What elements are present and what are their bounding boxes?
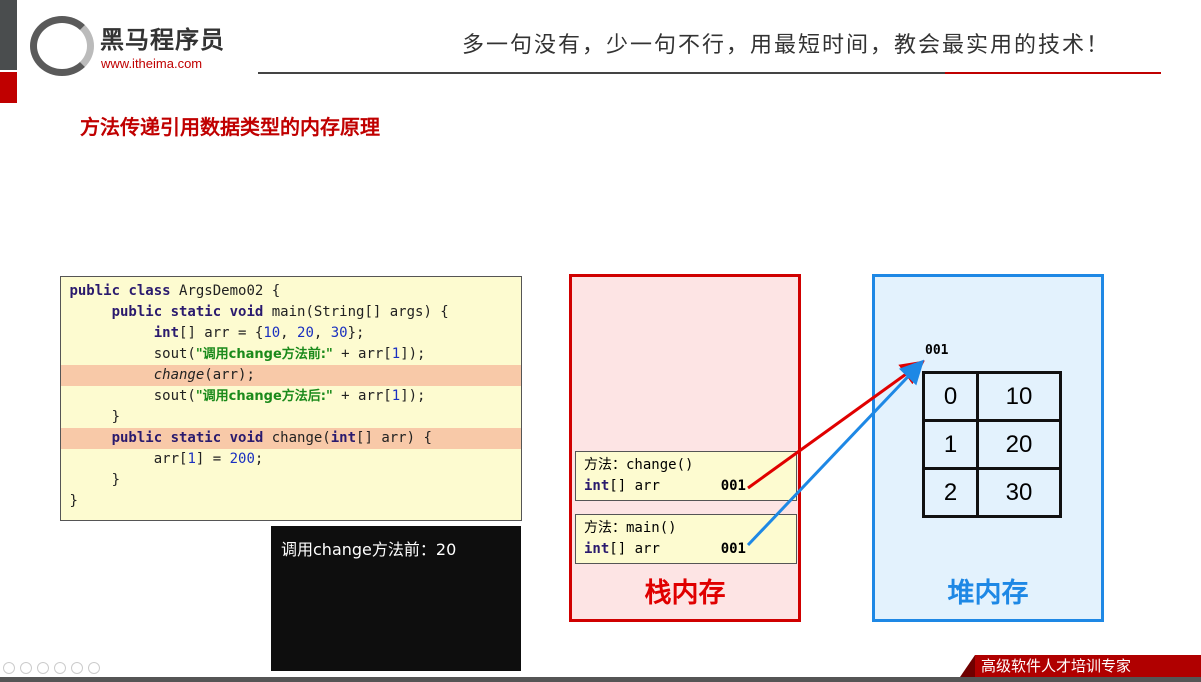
- slogan: 多一句没有，少一句不行，用最短时间，教会最实用的技术！: [462, 33, 1111, 58]
- code-line: sout("调用change方法后:" + arr[1]);: [153, 388, 426, 404]
- code-line: sout("调用change方法前:" + arr[1]);: [153, 346, 426, 362]
- header-rule-accent: [945, 72, 1161, 74]
- frame-address: 001: [720, 478, 746, 494]
- horse-logo-icon: [30, 16, 94, 76]
- code-line: }: [111, 472, 121, 488]
- side-bar-red: [0, 72, 17, 103]
- code-line: }: [69, 493, 78, 509]
- code-line: public static void main(String[] args) {: [111, 304, 449, 320]
- brand-url: www.itheima.com: [101, 56, 203, 71]
- code-line: }: [111, 409, 121, 425]
- code-line-highlighted: public static void change(int[] arr) {: [61, 428, 521, 449]
- control-icon: [37, 662, 49, 674]
- code-block: public class ArgsDemo02 { public static …: [60, 276, 522, 521]
- banner-decoration: [960, 655, 975, 677]
- frame-address: 001: [720, 541, 746, 557]
- frame-method: 方法：main(): [584, 520, 677, 536]
- player-controls[interactable]: [3, 662, 100, 674]
- heap-label: 堆内存: [947, 578, 1029, 609]
- arrow-main-to-heap: [746, 359, 925, 547]
- control-icon: [54, 662, 66, 674]
- heap-address: 001: [925, 343, 949, 358]
- console-output: 调用change方法前：20: [271, 526, 521, 671]
- code-line: public class ArgsDemo02 {: [69, 283, 281, 299]
- console-text: 调用change方法前：20: [281, 540, 457, 559]
- stack-label: 栈内存: [644, 578, 726, 609]
- control-icon: [88, 662, 100, 674]
- control-icon: [71, 662, 83, 674]
- brand-name: 黑马程序员: [100, 26, 225, 54]
- side-bar-grey: [0, 0, 17, 70]
- arrow-change-to-heap: [747, 360, 925, 490]
- control-icon: [20, 662, 32, 674]
- control-icon: [3, 662, 15, 674]
- code-line-highlighted: change(arr);: [61, 365, 521, 386]
- footer-banner: 高级软件人才培训专家: [975, 655, 1201, 677]
- slide-title: 方法传递引用数据类型的内存原理: [80, 115, 380, 139]
- frame-method: 方法：change(): [584, 457, 694, 473]
- code-line: int[] arr = {10, 20, 30};: [153, 325, 365, 341]
- bottom-bar: [0, 677, 1201, 682]
- code-line: arr[1] = 200;: [153, 451, 264, 467]
- header-rule: [258, 72, 945, 74]
